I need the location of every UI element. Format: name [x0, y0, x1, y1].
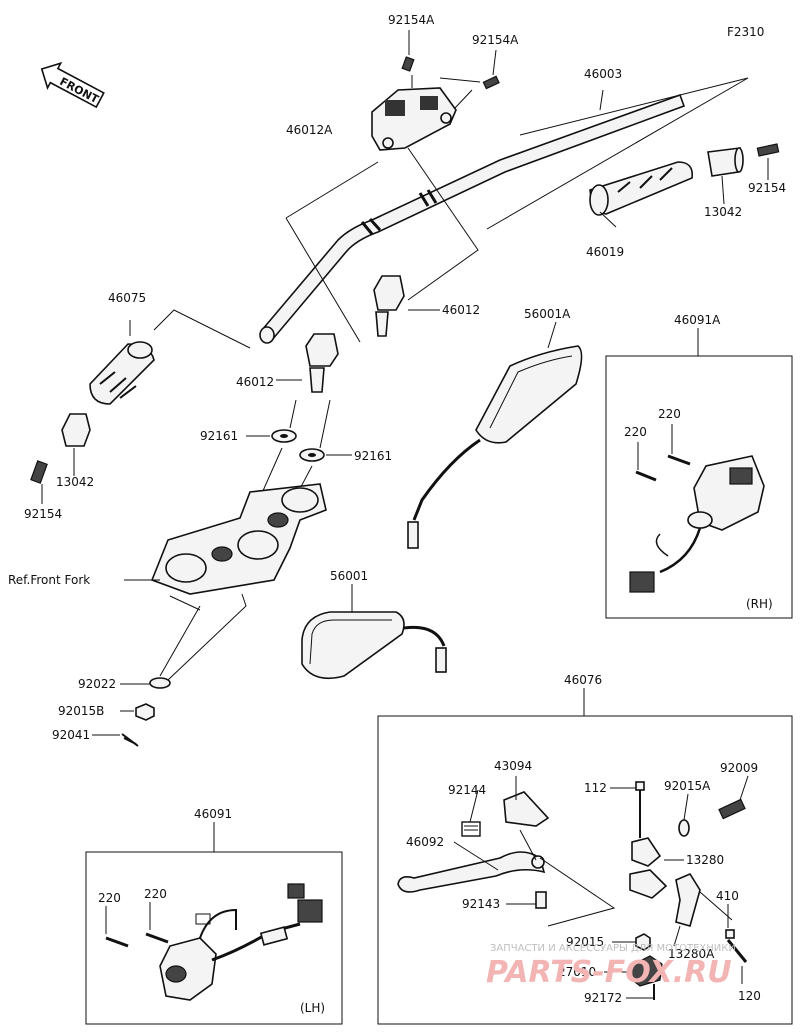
label-13280: 13280: [686, 853, 724, 867]
label-rh: (RH): [746, 597, 773, 611]
label-92015B: 92015B: [58, 704, 104, 718]
label-56001: 56001: [330, 569, 368, 583]
washer-92015A: [678, 819, 690, 837]
label-92015A: 92015A: [664, 779, 711, 793]
bolt-92154-left: [30, 460, 48, 484]
mirror-56001: [301, 611, 447, 680]
handlebar: [259, 93, 686, 344]
brake-master-cylinder-box: [377, 715, 793, 1025]
label-27010: 27010: [558, 965, 596, 979]
spring-92144: [461, 821, 481, 837]
lh-switch-box: [85, 851, 343, 1025]
label-120: 120: [738, 989, 761, 1003]
label-92022: 92022: [78, 677, 116, 691]
label-46012-1: 46012: [442, 303, 480, 317]
upper-triple-clamp: [150, 483, 327, 595]
figure-code: F2310: [727, 25, 764, 39]
switch-46091: [159, 883, 323, 1001]
bolt-112: [635, 781, 645, 838]
label-92041: 92041: [52, 728, 90, 742]
label-92015: 92015: [566, 935, 604, 949]
grip-46075: [89, 341, 155, 405]
screw-220-rh-1: [635, 470, 657, 482]
washer-92161-2: [299, 448, 325, 462]
label-92144: 92144: [448, 783, 486, 797]
grip-46019: [589, 161, 694, 216]
pin-92143: [535, 891, 547, 909]
grip-end-13042-left: [61, 413, 91, 447]
label-46012-2: 46012: [236, 375, 274, 389]
switch-46091A: [629, 455, 765, 593]
washer-92022: [149, 677, 171, 689]
holder-13280A: [675, 872, 701, 927]
label-46019: 46019: [586, 245, 624, 259]
label-410: 410: [716, 889, 739, 903]
cotter-pin-92041: [121, 733, 139, 747]
label-46075: 46075: [108, 291, 146, 305]
pivot-43094: [503, 791, 550, 827]
label-13042-left: 13042: [56, 475, 94, 489]
label-46003: 46003: [584, 67, 622, 81]
rh-switch-box: [605, 355, 793, 619]
bolt-92154A-right: [482, 75, 500, 90]
front-arrow-icon: FRONT: [40, 61, 105, 109]
label-92154-right: 92154: [748, 181, 786, 195]
label-220-rh-2: 220: [658, 407, 681, 421]
bolt-92009: [718, 798, 746, 820]
screw-220-lh-2: [145, 932, 169, 944]
bolt-92154-right: [756, 143, 780, 157]
washer-92161-1: [271, 429, 297, 443]
label-43094: 43094: [494, 759, 532, 773]
screw-410: [725, 929, 735, 939]
watermark-tagline: ЗАПЧАСТИ И АКСЕССУАРЫ ДЛЯ МОТОТЕХНИКИ: [490, 943, 736, 954]
label-46091: 46091: [194, 807, 232, 821]
label-92161-2: 92161: [354, 449, 392, 463]
label-220-lh-1: 220: [98, 891, 121, 905]
handlebar-upper-clamp: [371, 87, 457, 151]
label-56001A: 56001A: [524, 307, 571, 321]
nut-92015: [635, 933, 651, 951]
grip-end-13042-right: [707, 147, 744, 177]
mirror-56001A: [407, 345, 583, 549]
label-112: 112: [584, 781, 607, 795]
label-46091A: 46091A: [674, 313, 721, 327]
label-220-lh-2: 220: [144, 887, 167, 901]
switch-27010: [629, 955, 663, 987]
label-92154-left: 92154: [24, 507, 62, 521]
screw-120: [726, 939, 748, 963]
handlebar-holder-2: [305, 333, 339, 393]
label-92161-1: 92161: [200, 429, 238, 443]
label-92154A-1: 92154A: [388, 13, 435, 27]
label-lh: (LH): [300, 1001, 325, 1015]
label-220-rh-1: 220: [624, 425, 647, 439]
label-46092: 46092: [406, 835, 444, 849]
label-92172: 92172: [584, 991, 622, 1005]
label-92154A-2: 92154A: [472, 33, 519, 47]
label-ref-front-fork: Ref.Front Fork: [8, 573, 90, 587]
label-13042-right: 13042: [704, 205, 742, 219]
label-92143: 92143: [462, 897, 500, 911]
clamp-13280: [629, 837, 668, 899]
brake-lever-46092: [397, 851, 546, 893]
nut-92015B: [135, 703, 155, 721]
screw-220-lh-1: [105, 936, 129, 948]
label-92009: 92009: [720, 761, 758, 775]
bolt-92154A-left: [401, 56, 415, 72]
label-13280A: 13280A: [668, 947, 715, 961]
watermark-logo: PARTS-FOX.RU: [486, 955, 732, 990]
screw-220-rh-2: [667, 454, 691, 466]
label-46076: 46076: [564, 673, 602, 687]
label-46012A: 46012A: [286, 123, 333, 137]
handlebar-holder-1: [373, 275, 405, 337]
